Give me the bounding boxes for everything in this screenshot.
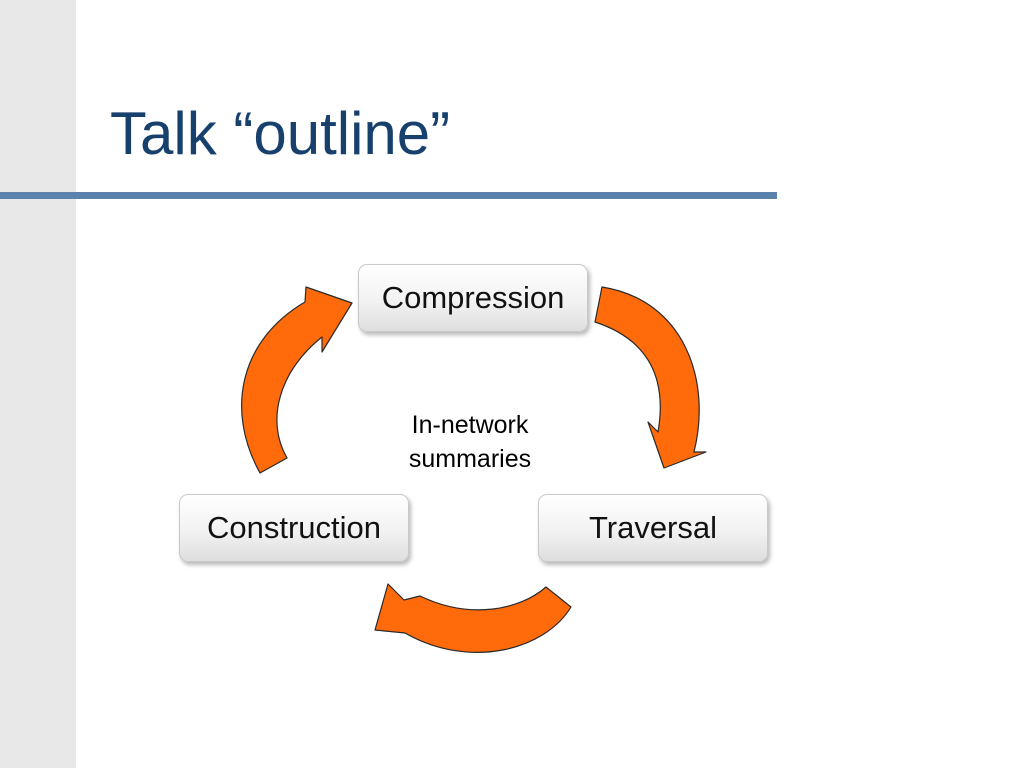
arrow-compression-to-traversal (594, 286, 707, 469)
node-traversal: Traversal (538, 494, 768, 562)
arrow-traversal-to-construction (374, 583, 572, 653)
node-construction: Construction (179, 494, 409, 562)
center-label: In-network summaries (380, 408, 560, 476)
slide-left-bar (0, 0, 76, 768)
arrow-construction-to-compression (241, 286, 353, 474)
node-compression: Compression (358, 264, 588, 332)
center-label-line2: summaries (408, 445, 532, 473)
title-underline (0, 192, 777, 199)
slide-title: Talk “outline” (110, 100, 451, 167)
center-label-line1: In-network (411, 411, 529, 439)
